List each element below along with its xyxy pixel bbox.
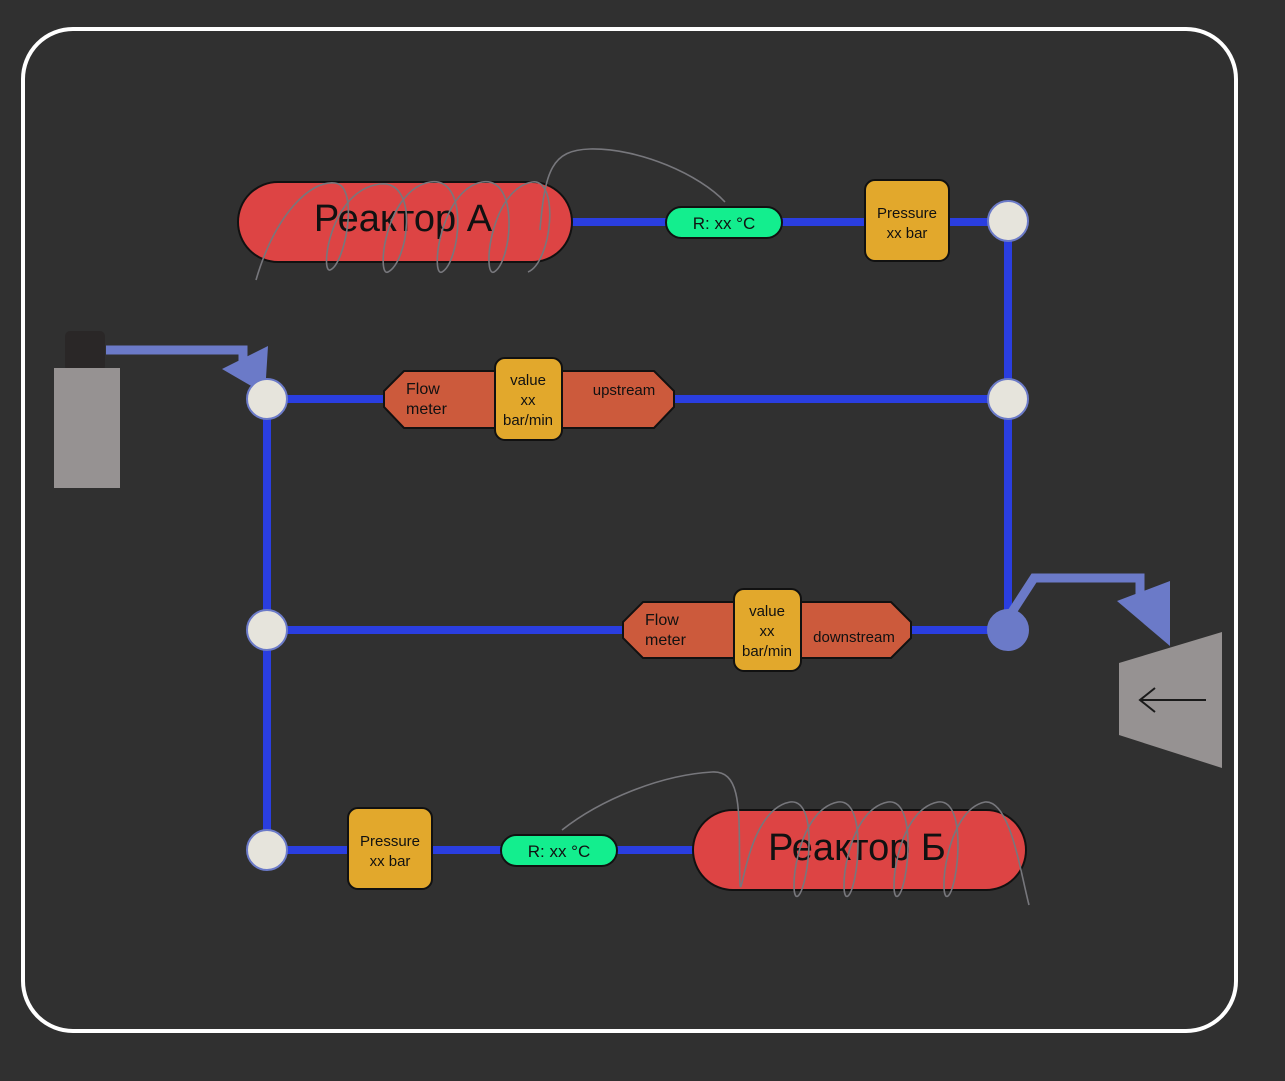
reactor-b-heating-coil [561, 771, 1030, 906]
pressure-gauge-top-body [864, 179, 950, 262]
node-top-right[interactable] [987, 200, 1029, 242]
flow-meter-downstream-value-1: value [749, 603, 785, 620]
flow-meter-upstream-name-2: meter [406, 401, 448, 418]
flow-meter-upstream-position: upstream [593, 382, 656, 399]
inlet-flow-arrow [106, 345, 248, 366]
pressure-gauge-bottom-body [347, 807, 433, 890]
flow-meter-upstream-value-1: value [510, 372, 546, 389]
flow-meter-downstream-value-2: xx [760, 623, 776, 640]
pressure-gauge-bottom-value: xx bar [370, 853, 411, 870]
temperature-sensor-bottom[interactable]: R: xx °C [500, 834, 618, 867]
node-outlet[interactable] [987, 609, 1029, 651]
flow-meter-downstream-name-1: Flow [645, 612, 679, 629]
flow-meter-downstream-value-box [733, 588, 802, 672]
reactor-a-label: Реактор А [314, 198, 493, 240]
pressure-gauge-bottom[interactable]: Pressure xx bar [347, 807, 433, 890]
flow-meter-downstream-position: downstream [813, 629, 895, 646]
pressure-gauge-top-title: Pressure [877, 205, 937, 222]
pressure-gauge-top[interactable]: Pressure xx bar [864, 179, 950, 262]
cylinder-body [54, 368, 120, 488]
gas-cylinder [54, 331, 120, 488]
node-upstream-right[interactable] [987, 378, 1029, 420]
reactor-a-heating-coil [255, 148, 726, 281]
reactor-a-body [237, 181, 573, 263]
pipe-network [263, 218, 1012, 854]
flow-meter-downstream-value-3: bar/min [742, 643, 792, 660]
node-downstream-left[interactable] [246, 609, 288, 651]
flow-meter-upstream[interactable]: Flow meter upstream value xx bar/min [383, 357, 675, 441]
flow-meter-upstream-name-1: Flow [406, 381, 440, 398]
temperature-sensor-top-body [665, 206, 783, 239]
node-inlet[interactable] [246, 378, 288, 420]
left-arrow-icon [1138, 687, 1206, 713]
junction-nodes [246, 200, 1029, 871]
outlet-arrow-head [1117, 581, 1170, 646]
temperature-sensor-top[interactable]: R: xx °C [665, 206, 783, 239]
outlet-pump[interactable] [1119, 632, 1222, 768]
outlet-flow-arrow [1008, 573, 1145, 615]
flow-meter-upstream-value-2: xx [521, 392, 537, 409]
flow-meter-upstream-value-box [494, 357, 563, 441]
temperature-sensor-bottom-label: R: xx °C [528, 842, 591, 861]
reactor-b-body [692, 809, 1027, 891]
temperature-sensor-top-label: R: xx °C [693, 214, 756, 233]
flow-meter-downstream[interactable]: Flow meter downstream value xx bar/min [622, 588, 912, 672]
pressure-gauge-top-value: xx bar [887, 225, 928, 242]
pressure-gauge-bottom-title: Pressure [360, 833, 420, 850]
cylinder-valve [65, 331, 105, 371]
temperature-sensor-bottom-body [500, 834, 618, 867]
flow-meter-upstream-value-3: bar/min [503, 412, 553, 429]
reactor-a[interactable]: Реактор А [237, 181, 573, 263]
flow-meter-downstream-name-2: meter [645, 632, 687, 649]
node-bottom-left[interactable] [246, 829, 288, 871]
diagram-frame [21, 27, 1238, 1033]
